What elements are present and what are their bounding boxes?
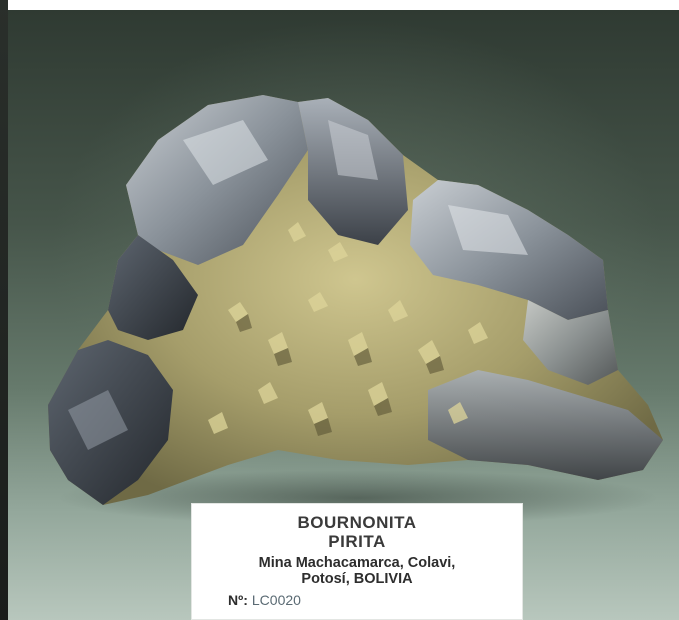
bournonite-crystal-6	[428, 370, 663, 480]
facet-highlight-3	[448, 205, 528, 255]
left-border-strip	[0, 0, 8, 620]
specimen-label-card: BOURNONITA PIRITA Mina Machacamarca, Col…	[191, 503, 523, 620]
bournonite-crystal-4	[108, 235, 198, 340]
catalog-number-key: Nº:	[228, 591, 248, 608]
pyrite-shadows	[236, 314, 444, 436]
facet-highlight-1	[183, 120, 268, 185]
catalog-number-value: LC0020	[251, 591, 301, 608]
bournonite-crystal-7	[523, 300, 618, 385]
pyrite-cluster	[208, 222, 488, 434]
facet-highlight-2	[328, 120, 378, 180]
mineral-photo	[8, 10, 679, 620]
catalog-number-row: Nº:LC0020	[192, 592, 522, 608]
locality-line-2: Potosí, BOLIVIA	[301, 571, 413, 588]
mineral-name-primary: BOURNONITA	[297, 513, 417, 532]
locality-line-1: Mina Machacamarca, Colavi,	[258, 555, 456, 572]
facet-highlight-4	[68, 390, 128, 450]
mineral-name-secondary: PIRITA	[328, 532, 386, 552]
